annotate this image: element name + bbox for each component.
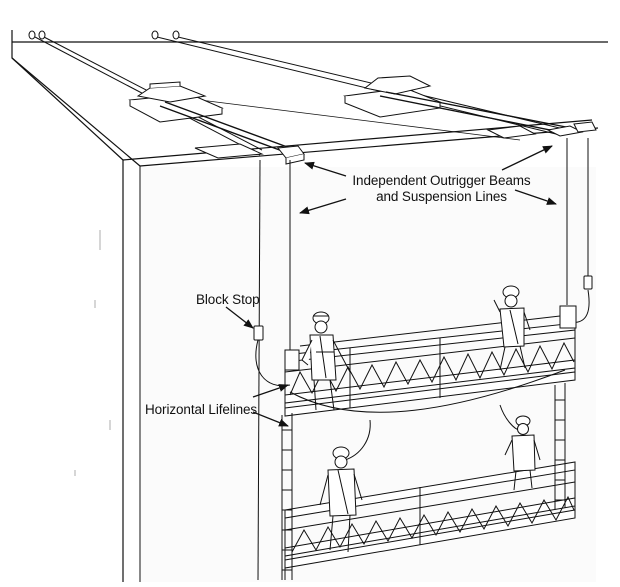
roof-anchors (29, 31, 179, 39)
worker (302, 312, 350, 410)
anchor-point (173, 31, 179, 39)
anchor-point (29, 31, 35, 39)
anchor-point (39, 31, 45, 39)
outrigger-beam-left (130, 82, 304, 164)
horizontal-lifelines-label: Horizontal Lifelines (145, 402, 258, 417)
arrow-to-right-line (515, 190, 557, 205)
suspension-line (258, 160, 260, 580)
worker (494, 286, 530, 370)
worker (320, 447, 362, 552)
hoist-motor (560, 306, 576, 328)
roof-left-edge (12, 42, 140, 166)
horizontal-lifeline (290, 370, 565, 412)
arrow-to-right-beam (502, 146, 553, 170)
block-stop (254, 326, 263, 340)
anchor-point (152, 31, 158, 39)
workers (302, 286, 540, 552)
outrigger-beam-right (345, 76, 596, 138)
block-stop-label: Block Stop (196, 292, 260, 307)
block-stops (254, 276, 592, 340)
arrow-to-lifeline-upper (253, 384, 289, 397)
lower-platform (282, 383, 575, 580)
arrow-to-left-line (299, 199, 346, 215)
callout-arrows (226, 146, 557, 426)
arrow-to-left-beam (304, 161, 346, 176)
outrigger-label-line1: Independent Outrigger Beams (352, 173, 531, 188)
block-stop (584, 276, 592, 289)
outrigger-label: Independent Outrigger Beams and Suspensi… (349, 173, 534, 205)
arrow-to-block-stop (226, 307, 254, 329)
outrigger-label-line2: and Suspension Lines (376, 189, 507, 204)
horizontal-lifeline (345, 420, 370, 460)
arrow-to-lifeline-lower (253, 412, 289, 426)
hoist-motor (285, 350, 299, 370)
worker (505, 416, 540, 490)
